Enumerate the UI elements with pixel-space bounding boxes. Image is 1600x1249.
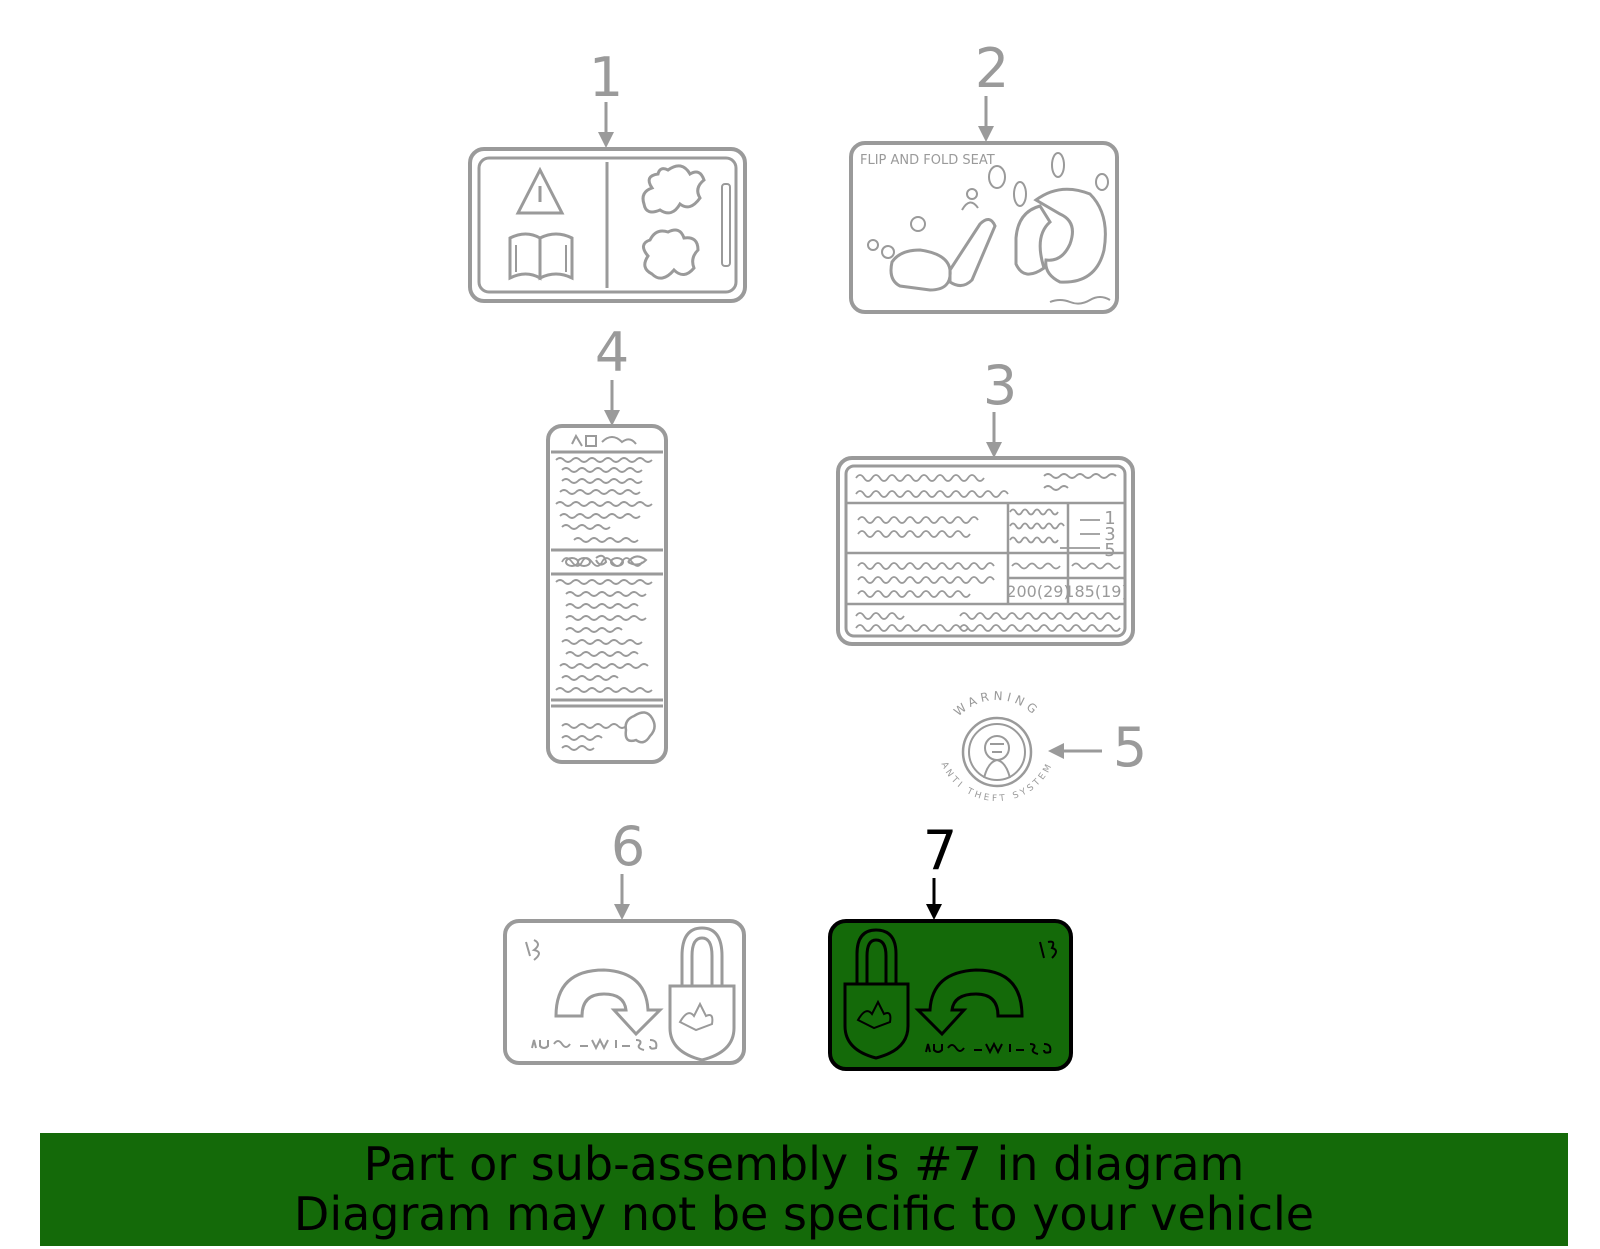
part-3-tire-info-label[interactable]: 3 — [836, 354, 1135, 646]
callout-6: 6 — [611, 815, 645, 878]
label-6-outer — [503, 919, 746, 1065]
part-1-warning-label[interactable]: 1 — [468, 46, 747, 303]
manual-book-icon — [508, 232, 574, 281]
arrow-head-6 — [614, 904, 630, 920]
label-3-outer — [836, 456, 1135, 646]
splash-icon — [624, 711, 656, 744]
label-4-scribble-text — [555, 457, 653, 751]
part-4-info-label[interactable]: 4 — [546, 321, 668, 764]
part-2-flip-fold-seat-label[interactable]: 2 FLIP AND FOLD SEAT — [849, 37, 1119, 314]
label-4-symbol-row — [565, 554, 648, 567]
seat-label-text: FLIP AND FOLD SEAT — [860, 153, 995, 168]
callout-7: 7 — [923, 819, 957, 882]
label-7-outer — [828, 919, 1073, 1071]
arrow-head-5 — [1048, 743, 1064, 759]
padlock-icon — [668, 926, 736, 1062]
anti-theft-figure-icon — [983, 735, 1011, 779]
part-5-anti-theft-decal[interactable]: WARNING ANTI THEFT SYSTEM 5 — [939, 689, 1148, 805]
label-3-value-front: 200(29) — [1006, 582, 1069, 601]
arrow-head-2 — [978, 126, 994, 142]
callout-1: 1 — [589, 46, 623, 109]
arrow-head-7 — [926, 904, 942, 920]
callout-3: 3 — [983, 354, 1017, 417]
banner-line-2: Diagram may not be specific to your vehi… — [293, 1187, 1315, 1241]
padlock-icon — [843, 928, 910, 1060]
label-3-row-3: 3 — [1104, 524, 1115, 545]
callout-2: 2 — [975, 37, 1009, 100]
rotate-arrow-icon — [554, 968, 664, 1037]
fan-blade-icon — [641, 164, 706, 280]
label-3-value-rear: 185(19) — [1064, 582, 1127, 601]
seat-fold-sequence-icon — [867, 152, 1109, 292]
callout-4: 4 — [595, 321, 629, 384]
warning-bottom-text: ANTI THEFT SYSTEM — [939, 760, 1056, 804]
callout-5: 5 — [1113, 716, 1147, 779]
info-banner: Part or sub-assembly is #7 in diagram Di… — [40, 1133, 1568, 1246]
label-1-outer — [468, 147, 747, 303]
banner-line-1: Part or sub-assembly is #7 in diagram — [363, 1137, 1245, 1191]
label-3-row-5: 5 — [1104, 540, 1115, 561]
label-3-scribble-text — [855, 473, 1121, 632]
part-7-lock-label-highlighted[interactable]: 7 — [828, 819, 1073, 1071]
arrow-head-4 — [604, 410, 620, 426]
label-3-row-1: 1 — [1104, 508, 1115, 529]
arrow-head-3 — [986, 442, 1002, 458]
warning-triangle-icon — [515, 166, 565, 215]
label-4-outer — [546, 424, 668, 764]
warning-top-text: WARNING — [951, 689, 1043, 719]
part-6-lock-label[interactable]: 6 — [503, 815, 746, 1065]
label-2-outer — [849, 141, 1119, 314]
arrow-head-1 — [598, 132, 614, 148]
label-1-inner — [477, 156, 738, 294]
rotate-arrow-icon — [914, 968, 1024, 1037]
